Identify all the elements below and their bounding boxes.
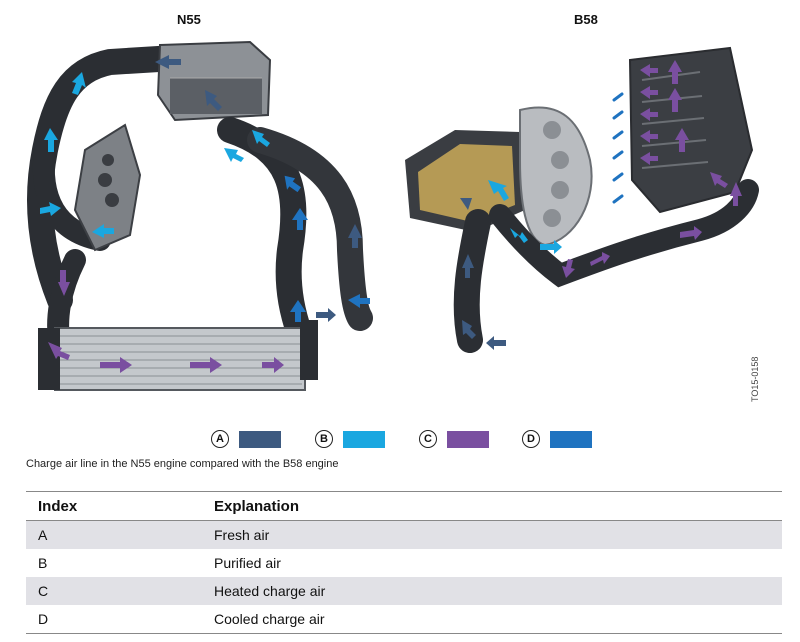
engine-illustration: N55 B58 <box>0 12 800 450</box>
table-row: B Purified air <box>26 549 782 577</box>
legend-item-c: C <box>419 428 489 450</box>
table-row: D Cooled charge air <box>26 605 782 634</box>
row-index: C <box>26 577 202 605</box>
legend-key-b: B <box>315 430 333 448</box>
header-index: Index <box>26 491 202 521</box>
table-header-row: Index Explanation <box>26 491 782 521</box>
row-index: D <box>26 605 202 634</box>
legend-key-c: C <box>419 430 437 448</box>
legend-item-a: A <box>211 428 281 450</box>
figure-code: TO15-0158 <box>750 356 760 402</box>
row-explanation: Fresh air <box>202 520 782 549</box>
row-index: A <box>26 520 202 549</box>
legend-swatch-d <box>550 430 592 448</box>
color-legend: A B C D <box>0 428 800 450</box>
engine-drawing <box>27 40 759 391</box>
figure-caption: Charge air line in the N55 engine compar… <box>26 458 339 470</box>
row-explanation: Cooled charge air <box>202 605 782 634</box>
header-explanation: Explanation <box>202 491 782 521</box>
legend-item-d: D <box>522 428 592 450</box>
index-table: Index Explanation A Fresh air B Purified… <box>26 491 782 634</box>
table-row: C Heated charge air <box>26 577 782 605</box>
row-explanation: Heated charge air <box>202 577 782 605</box>
legend-item-b: B <box>315 428 385 450</box>
legend-swatch-a <box>239 430 281 448</box>
legend-swatch-c <box>447 430 489 448</box>
engine-label-b58: B58 <box>574 12 598 27</box>
row-explanation: Purified air <box>214 555 281 571</box>
engine-label-n55: N55 <box>177 12 201 27</box>
legend-swatch-b <box>343 430 385 448</box>
row-index: B <box>38 555 48 571</box>
legend-key-a: A <box>211 430 229 448</box>
legend-key-d: D <box>522 430 540 448</box>
table-row: A Fresh air <box>26 520 782 549</box>
